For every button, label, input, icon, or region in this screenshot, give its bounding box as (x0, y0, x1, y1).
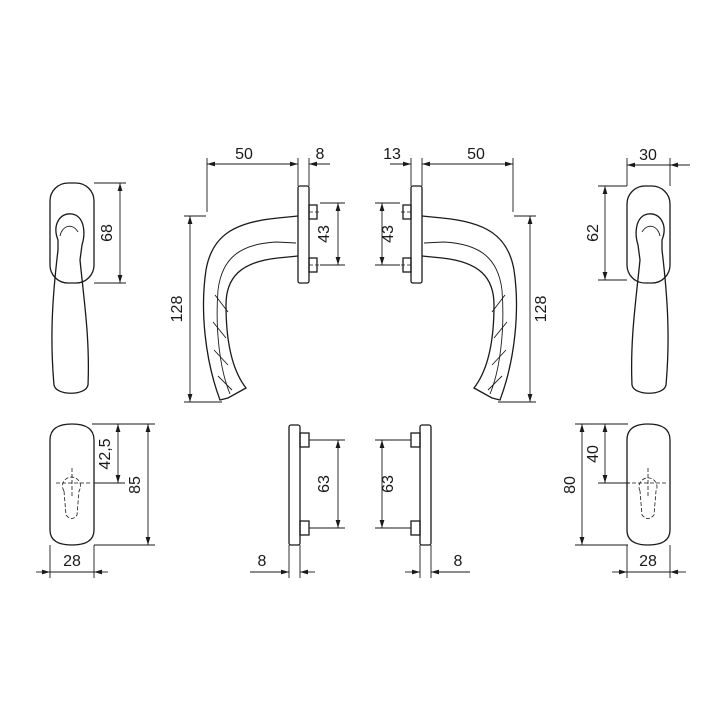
dim-left-side-depth: 50 (235, 146, 253, 163)
right-escutcheon-front-view (575, 423, 686, 578)
dim-right-plate-thickness: 8 (454, 553, 463, 570)
dim-right-front-top-height: 62 (585, 224, 602, 242)
right-handle-side-view (375, 158, 536, 578)
dim-left-side-pin-spacing: 43 (316, 225, 333, 243)
dim-right-plate-pin-spacing: 63 (380, 475, 397, 493)
dim-left-side-plate: 8 (316, 146, 325, 163)
dim-left-front-top-height: 68 (99, 224, 116, 242)
dim-left-side-height: 128 (169, 296, 186, 323)
dim-right-side-depth: 50 (467, 146, 485, 163)
dim-left-bottom-height: 85 (127, 476, 144, 494)
left-handle-front-view (49, 182, 126, 394)
dim-right-side-offset: 13 (383, 146, 401, 163)
dim-right-front-top-width: 30 (639, 147, 657, 164)
right-handle-front-view (598, 158, 690, 394)
dim-right-bottom-height: 80 (562, 476, 579, 494)
dim-left-plate-pin-spacing: 63 (316, 475, 333, 493)
dim-left-bottom-axis: 42,5 (97, 438, 114, 469)
dim-right-side-height: 128 (533, 296, 550, 323)
dim-left-plate-thickness: 8 (258, 553, 267, 570)
dim-right-bottom-axis: 40 (585, 445, 602, 463)
left-handle-side-view (184, 158, 345, 578)
dim-left-bottom-width: 28 (63, 553, 81, 570)
dim-right-side-pin-spacing: 43 (380, 225, 397, 243)
left-escutcheon-front-view (36, 423, 155, 578)
dim-right-bottom-width: 28 (639, 553, 657, 570)
